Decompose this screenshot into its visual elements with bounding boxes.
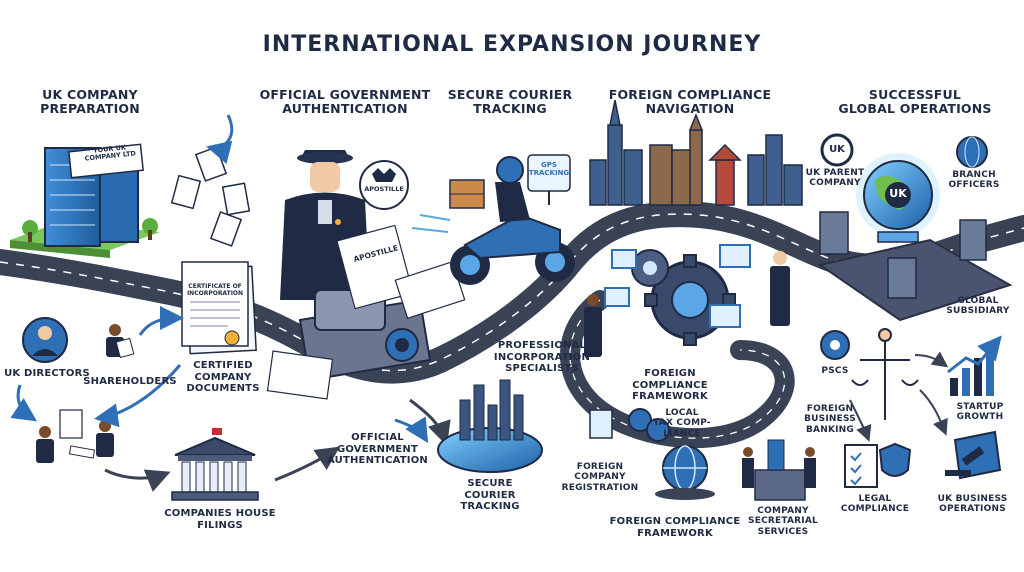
- specialist-people: [584, 251, 790, 357]
- scales-icon: [851, 328, 919, 420]
- secretarial-desk: [742, 439, 816, 501]
- uk-parent-circle: [820, 133, 854, 167]
- label-startup-growth: STARTUP GROWTH: [956, 402, 1004, 423]
- flow-arrows-right: [849, 351, 949, 442]
- certificate-text: CERTIFICATE OF INCORPORATION: [186, 283, 244, 297]
- label-pscs: PSCs: [821, 366, 849, 376]
- label-official-government-authentication: OFFICIAL GOVERNMENT AUTHENTICATION: [327, 432, 428, 466]
- stage-secure-courier-tracking: SECURE COURIER TRACKING: [447, 87, 573, 117]
- city-skyline-icon: [589, 99, 803, 206]
- globe-icon: [655, 445, 715, 500]
- floating-screens: [604, 244, 751, 328]
- certificate-document: [181, 261, 257, 355]
- page-title: INTERNATIONAL EXPANSION JOURNEY: [262, 32, 762, 57]
- label-foreign-business-banking: FOREIGN BUSINESS BANKING: [804, 404, 856, 435]
- speed-lines: [411, 214, 451, 233]
- stage-official-government-authentication: OFFICIAL GOVERNMENT AUTHENTICATION: [259, 87, 431, 117]
- shareholders-person: [106, 324, 135, 359]
- label-certified-company-documents: CERTIFIED COMPANY DOCUMENTS: [186, 360, 260, 394]
- uk-globe-icon: [856, 153, 940, 243]
- office-buildings: [819, 211, 987, 299]
- label-foreign-company-registration: FOREIGN COMPANY REGISTRATION: [561, 462, 639, 493]
- apostille-badge-text: APOSTILLE: [364, 185, 404, 193]
- label-local-tax-compliance: LOCAL TAX COMP- LIANCE: [653, 408, 711, 439]
- label-uk-parent-company: UK PARENT COMPANY: [805, 168, 865, 189]
- label-company-secretarial-services: COMPANY SECRETARIAL SERVICES: [748, 506, 818, 537]
- uk-globe-text: UK: [889, 187, 907, 200]
- label-uk-directors: UK DIRECTORS: [4, 368, 90, 379]
- label-foreign-compliance-framework: FOREIGN COMPLIANCE FRAMEWORK: [632, 368, 708, 402]
- label-secure-courier-tracking: SECURE COURIER TRACKING: [460, 478, 520, 512]
- apostille-badge: [359, 160, 409, 210]
- stamping-machine: [266, 224, 466, 400]
- label-global-subsidiary: GLOBAL SUBSIDIARY: [946, 296, 1010, 317]
- label-shareholders: SHAREHOLDERS: [83, 376, 177, 387]
- gear-small-icon: [820, 330, 850, 360]
- shield-icon: [878, 442, 912, 477]
- branch-globe-icon: [956, 136, 988, 168]
- flow-arrows: [10, 114, 451, 492]
- uk-circle-text: UK: [829, 144, 845, 155]
- gps-sign-text: GPS TRACKING: [528, 161, 570, 177]
- growth-chart-icon: [947, 335, 1002, 396]
- flying-documents: [170, 146, 251, 247]
- stage-foreign-compliance-navigation: FOREIGN COMPLIANCE NAVIGATION: [608, 87, 772, 117]
- city-globe-icon: [437, 379, 543, 473]
- gps-sign: [527, 154, 571, 205]
- legal-checklist-icon: [844, 444, 878, 488]
- currency-coins: [589, 408, 670, 442]
- uk-directors-avatar: [22, 317, 68, 363]
- label-branch-officers: BRANCH OFFICERS: [948, 170, 1000, 191]
- courthouse-icon: [171, 428, 259, 501]
- courier-motorcycle-icon: [449, 156, 575, 285]
- label-legal-compliance: LEGAL COMPLIANCE: [840, 494, 910, 515]
- label-uk-business-operations: UK BUSINESS OPERATIONS: [937, 494, 1008, 515]
- stage-successful-global-operations: SUCCESSFUL GLOBAL OPERATIONS: [838, 87, 992, 117]
- uk-company-building: [10, 143, 160, 258]
- label-professional-incorporation-specialists: PROFESSIONAL INCORPORATION SPECIALISTS: [493, 340, 591, 374]
- label-companies-house-filings: COMPANIES HOUSE FILINGS: [164, 508, 276, 531]
- gavel-icon: [945, 430, 1002, 480]
- label-foreign-compliance-framework-bottom: FOREIGN COMPLIANCE FRAMEWORK: [609, 516, 741, 539]
- stage-uk-company-preparation: UK COMPANY PREPARATION: [40, 87, 140, 117]
